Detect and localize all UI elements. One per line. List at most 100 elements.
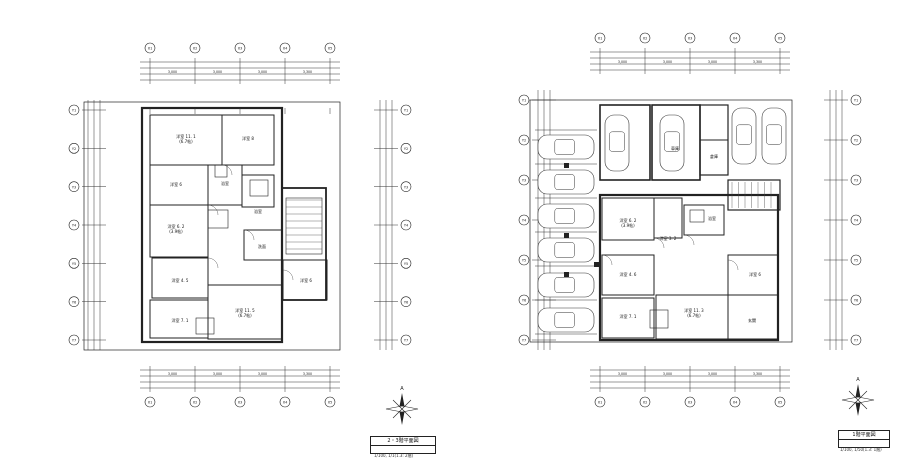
dimension-text: 3,300 (753, 372, 762, 376)
label-line: 洋室 7. 1 (620, 313, 637, 319)
grid-bubble: Y1 (400, 104, 412, 116)
grid-bubble: Y3 (518, 174, 530, 186)
label-line: 洗面 (258, 243, 266, 249)
grid-bubble: X2 (189, 396, 201, 408)
grid-bubble-label: Y5 (72, 262, 76, 266)
label-line: 3,000 (258, 372, 267, 376)
bollard-marker (594, 262, 599, 267)
label-line: 洋室 11. 3 (684, 307, 704, 313)
car-roof (554, 242, 575, 258)
grid-bubble-circle (68, 181, 80, 192)
grid-bubble: Y2 (518, 134, 530, 146)
grid-bubble-label: Y3 (72, 185, 76, 189)
label-line: 3,000 (258, 70, 267, 74)
car-body (604, 114, 630, 172)
grid-bubble-circle (68, 334, 80, 346)
door-swing (601, 254, 613, 266)
grid-bubble-circle (324, 42, 336, 54)
room-outline (151, 257, 209, 299)
grid-bubble-circle (68, 219, 80, 231)
label-line: (6.7帖) (179, 138, 193, 144)
grid-bubble-circle (189, 42, 201, 54)
room-outline (683, 204, 725, 236)
dimension-text: 3,000 (663, 60, 672, 64)
room-outline (699, 139, 729, 176)
grid-bubble: Y4 (518, 214, 530, 226)
grid-bubble-circle (518, 254, 530, 266)
grid-bubble: Y4 (850, 214, 862, 226)
grid-bubble-label: Y3 (522, 179, 526, 183)
grid-bubble: Y1 (518, 94, 530, 106)
grid-bubble: Y5 (68, 258, 80, 269)
label-line: (3.9帖) (169, 228, 183, 234)
grid-bubble: X5 (324, 42, 336, 54)
label-line: 洋室 4. 6 (620, 271, 637, 277)
grid-bubble-circle (850, 174, 862, 186)
label-line: 洋室 6 (170, 181, 182, 187)
car-body (659, 114, 685, 172)
room-label: 洋室 6 (300, 277, 312, 283)
grid-bubble-circle (144, 42, 156, 54)
grid-bubble: X3 (234, 42, 246, 54)
label-line: 倉庫 (710, 153, 718, 159)
grid-bubble: Y2 (400, 143, 412, 154)
grid-bubble: X2 (639, 32, 651, 44)
compass-diagonals (848, 390, 868, 410)
dimension-text: 3,000 (663, 372, 672, 376)
grid-bubble: X5 (774, 396, 786, 408)
north-label: A (856, 377, 860, 383)
grid-bubble-label: X3 (688, 37, 693, 41)
label-line: 3,300 (753, 372, 762, 376)
car-roof (554, 139, 575, 155)
grid-bubble-circle (400, 258, 412, 269)
grid-bubble-label: Y4 (854, 219, 859, 223)
label-line: 3,000 (618, 60, 627, 64)
grid-bubble-label: X3 (238, 47, 243, 51)
grid-bubble: X4 (279, 42, 291, 54)
grid-bubble-circle (324, 396, 336, 408)
exterior-wall (140, 106, 284, 344)
dimension-text: 3,000 (168, 372, 177, 376)
grid-bubble-label: X4 (733, 401, 738, 405)
grid-bubble-label: Y4 (404, 224, 409, 228)
car-icon (761, 107, 787, 165)
room-label: 洋室 6 (749, 271, 761, 277)
grid-bubble-label: X3 (688, 401, 693, 405)
room-label: 倉庫 (710, 153, 718, 159)
grid-bubble-label: Y6 (72, 300, 76, 304)
stair (285, 197, 323, 255)
grid-bubble-label: X5 (778, 37, 783, 41)
room-label: 洋室 11. 3(6.7帖) (684, 307, 704, 318)
grid-bubble-label: Y4 (72, 224, 77, 228)
car-roof (609, 131, 625, 152)
left-plan-scale: 1/100, 1/1(1.3: 2階) (374, 453, 414, 458)
grid-bubble-label: X2 (193, 47, 198, 51)
car-body (537, 203, 595, 229)
grid-bubble-circle (68, 143, 80, 154)
room-outline (221, 114, 275, 166)
room-outline (601, 254, 655, 296)
room-label: 浴室 (221, 180, 229, 186)
car-roof (554, 174, 575, 190)
grid-bubble-label: Y2 (522, 139, 526, 143)
room-label: 車庫 (671, 145, 679, 151)
label-line: 洋室 6 (300, 277, 312, 283)
bathtub (689, 209, 705, 223)
label-line: 洋室 6. 2 (620, 217, 637, 223)
door-swing (243, 229, 255, 241)
stair (727, 179, 781, 211)
grid-bubble: X4 (729, 32, 741, 44)
grid-bubble-circle (279, 42, 291, 54)
car-icon (537, 203, 595, 229)
compass-diagonals (392, 399, 412, 419)
label-line: 洋室 11. 1 (176, 133, 196, 139)
grid-bubble-circle (850, 134, 862, 146)
label-line: (6.7帖) (238, 312, 252, 318)
grid-bubble: Y7 (68, 334, 80, 346)
grid-bubble: X4 (729, 396, 741, 408)
grid-bubble: X5 (774, 32, 786, 44)
grid-bubble-circle (68, 104, 80, 116)
label-line: 3,000 (168, 70, 177, 74)
right-plan-scale: 1/100, 1/50(1.3: 1階) (840, 447, 882, 452)
